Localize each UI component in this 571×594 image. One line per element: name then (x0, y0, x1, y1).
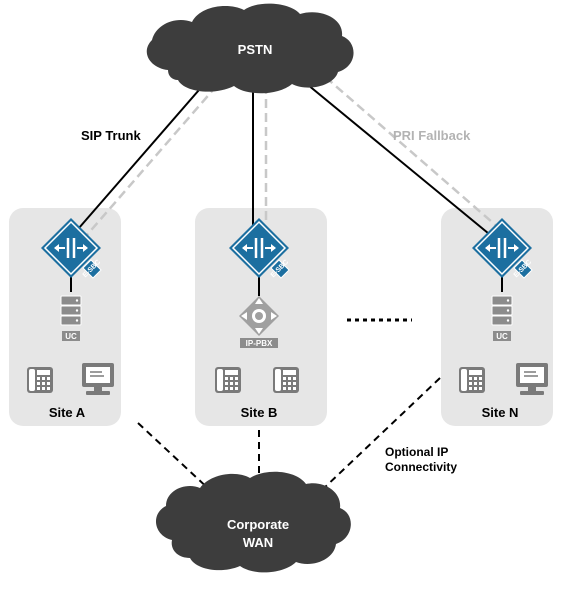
site-b-server-tag (240, 338, 278, 348)
site-b-name: Site B (241, 405, 278, 420)
site-b-phone-icon-2 (273, 367, 299, 393)
site-n-server-label: UC (496, 332, 508, 341)
pstn-label: PSTN (238, 42, 273, 57)
site-n-name: Site N (482, 405, 519, 420)
sip-trunk-link-n (301, 79, 495, 239)
optional-ip-label-line1: Optional IP (385, 445, 448, 459)
wan-link-a (137, 422, 213, 493)
site-n: E-SBC UC Site N (459, 216, 549, 420)
site-a-server-tag (62, 331, 80, 341)
site-a: E-SBC UC Site A (27, 216, 115, 420)
corporate-wan-cloud: Corporate WAN (155, 471, 351, 573)
site-a-name: Site A (49, 405, 86, 420)
site-n-server-tag (493, 331, 511, 341)
site-n-phone-icon (459, 367, 485, 393)
pri-fallback-link-a (85, 74, 227, 237)
wan-label-line2: WAN (243, 535, 273, 550)
pstn-cloud: PSTN (146, 3, 354, 94)
sip-trunk-label: SIP Trunk (81, 128, 141, 143)
pri-fallback-link-n (314, 67, 509, 237)
site-n-server-icon (491, 295, 513, 326)
site-a-phone-icon (27, 367, 53, 393)
sip-trunk-link-a (71, 74, 213, 237)
site-a-server-label: UC (65, 332, 77, 341)
wan-link-n (321, 377, 441, 491)
site-b-phone-icon-1 (215, 367, 241, 393)
site-a-server-icon (60, 295, 82, 326)
wan-label-line1: Corporate (227, 517, 289, 532)
optional-ip-label-line2: Connectivity (385, 460, 457, 474)
site-b-server-label: IP-PBX (246, 339, 273, 348)
site-b-ip-pbx-icon (239, 296, 279, 336)
site-b: E-SBC IP-PBX Site B (215, 216, 299, 420)
pri-fallback-label: PRI Fallback (393, 128, 471, 143)
